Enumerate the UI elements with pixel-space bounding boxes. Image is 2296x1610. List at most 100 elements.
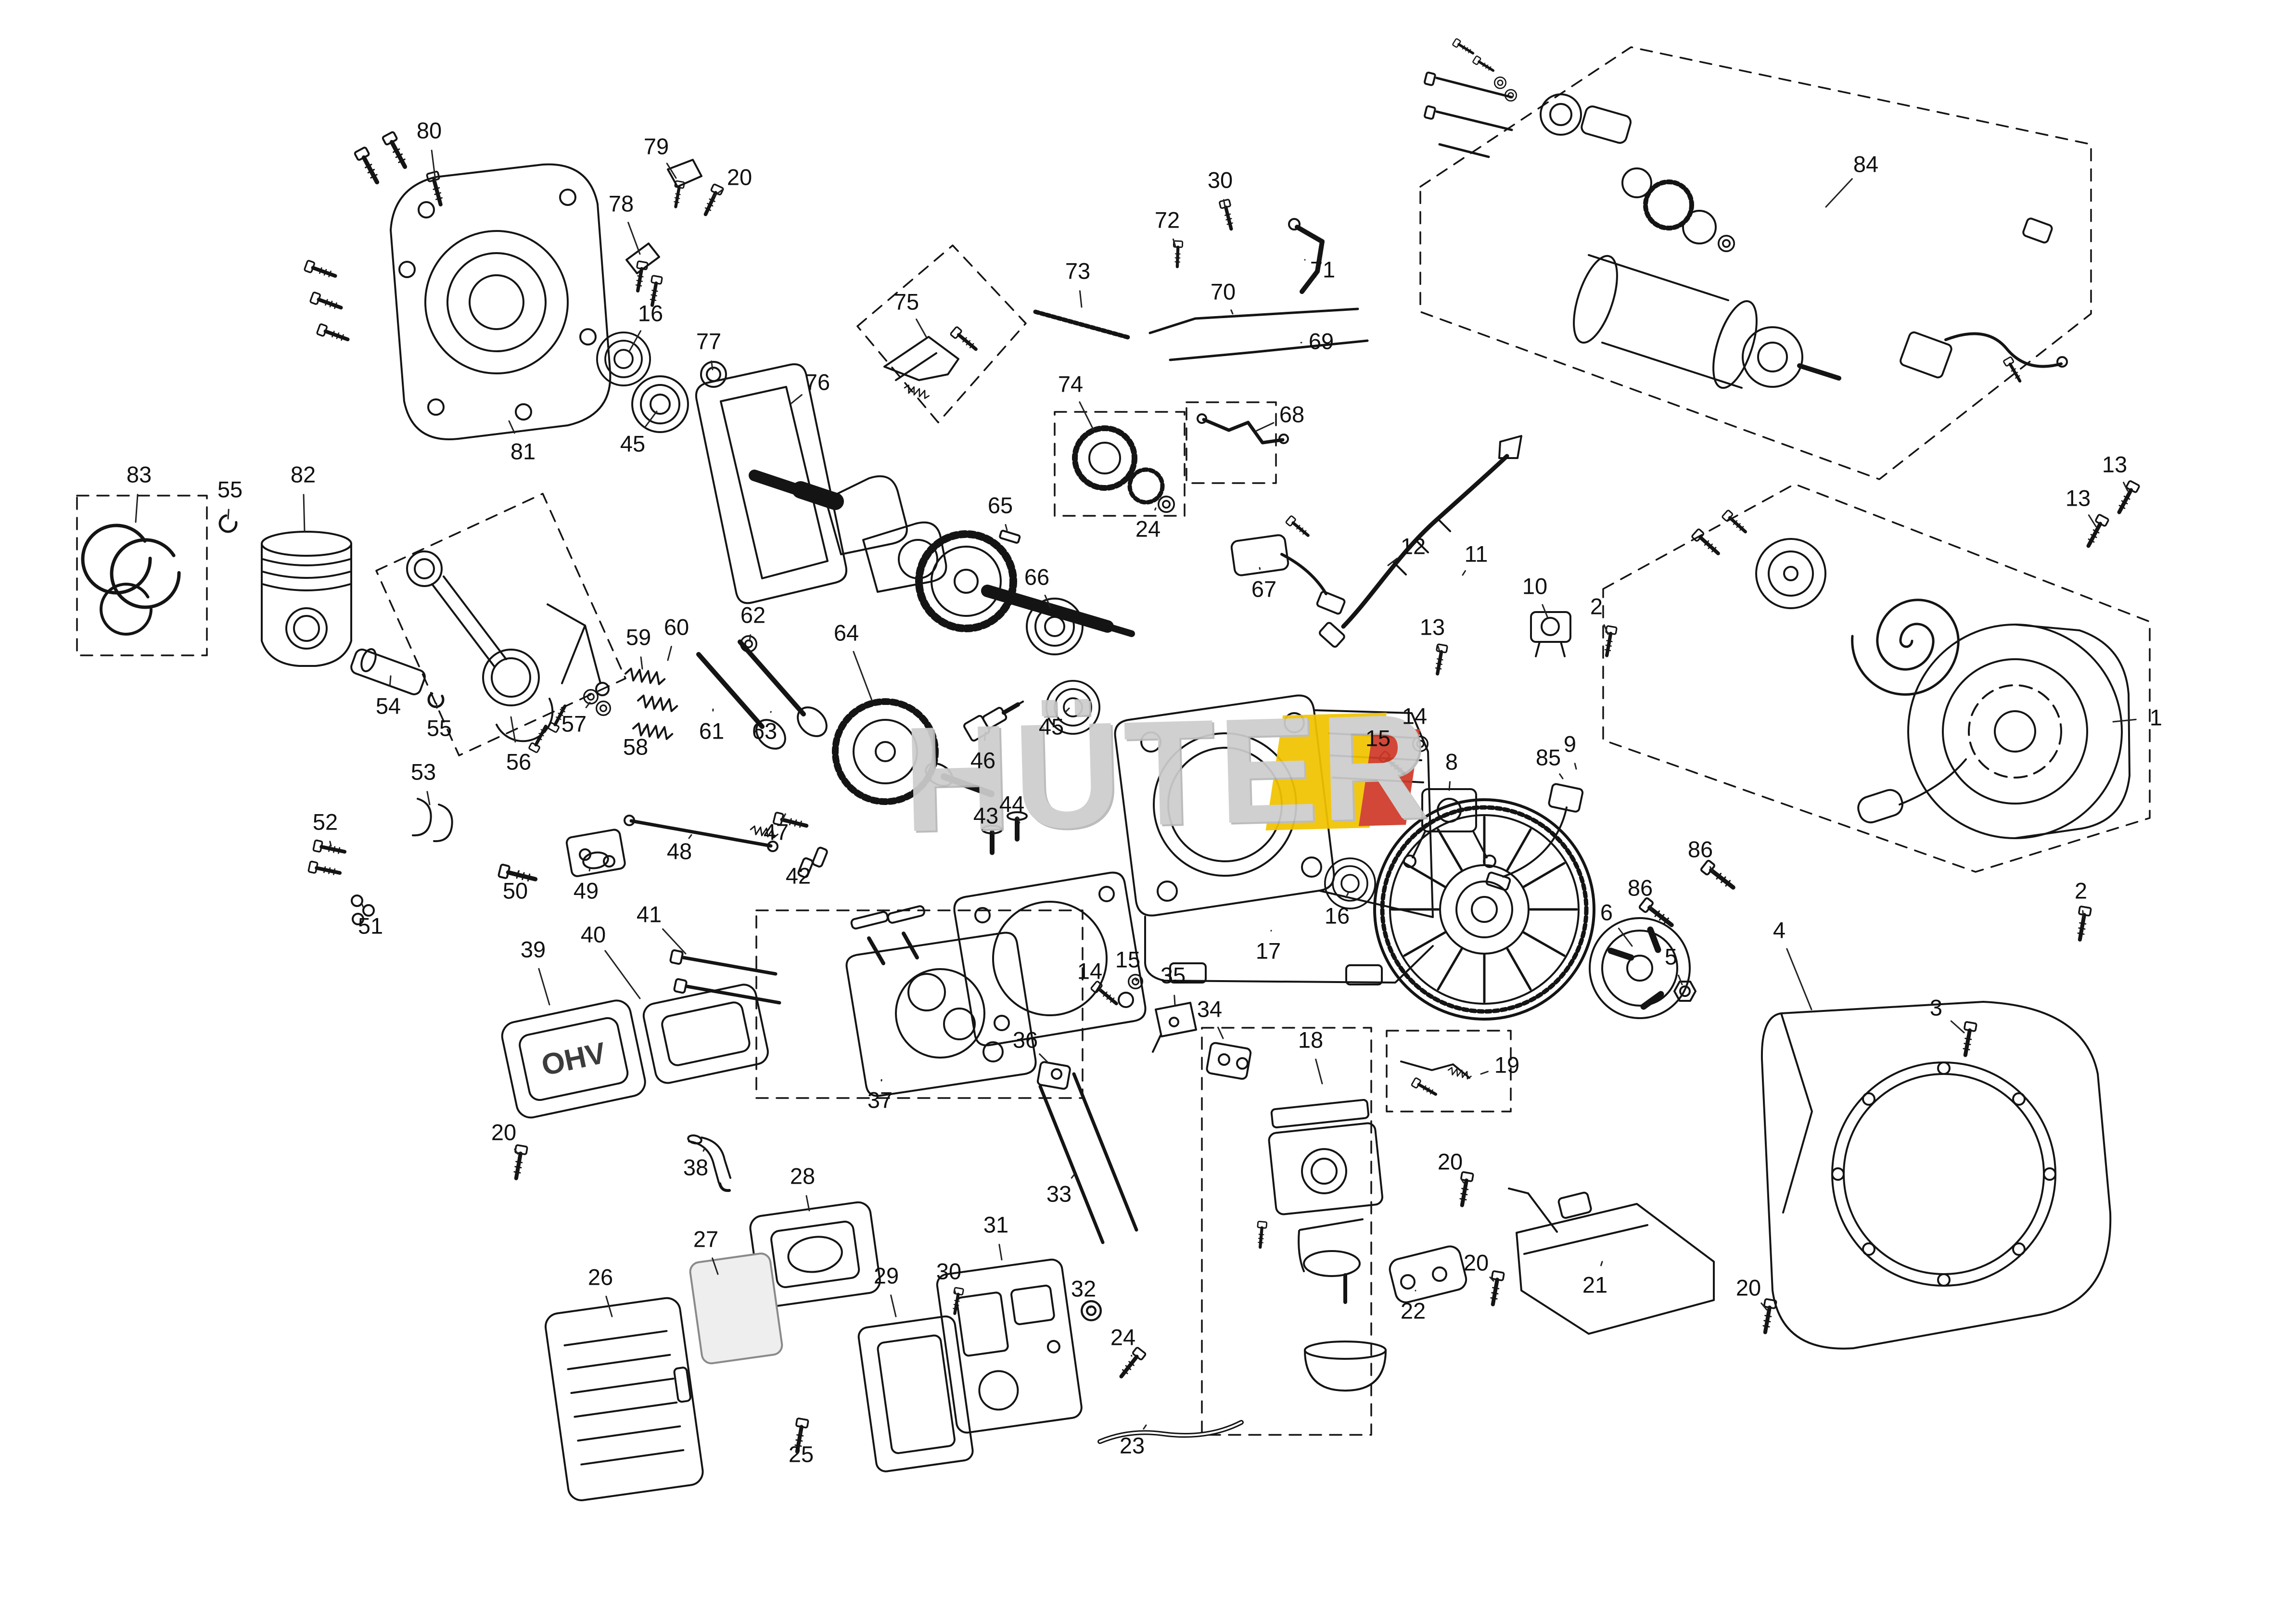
part-number-20: 20 xyxy=(1463,1250,1489,1276)
part-number-66: 66 xyxy=(1024,564,1050,590)
electric-starter-group-84 xyxy=(1419,38,2092,480)
air-filter-element-27 xyxy=(689,1252,783,1365)
part-number-11: 11 xyxy=(1464,541,1488,567)
part-number-31: 31 xyxy=(983,1212,1009,1238)
part-number-57: 57 xyxy=(561,711,587,737)
flywheel-nut-5 xyxy=(1673,981,1696,1002)
throttle-parts-19 xyxy=(1386,1030,1512,1112)
part-number-65: 65 xyxy=(987,492,1013,518)
timing-gears-74-24 xyxy=(1054,411,1186,517)
part-number-34: 34 xyxy=(1197,996,1223,1022)
part-number-22: 22 xyxy=(1400,1298,1426,1324)
part-number-21: 21 xyxy=(1582,1272,1608,1298)
bracket-79 xyxy=(667,159,702,207)
part-number-16: 16 xyxy=(1324,903,1350,929)
part-number-58: 58 xyxy=(623,734,649,760)
oil-filler-38 xyxy=(687,1134,731,1192)
part-number-59: 59 xyxy=(625,624,651,650)
part-number-30: 30 xyxy=(936,1258,962,1284)
part-number-44: 44 xyxy=(999,791,1025,817)
heat-shield-21 xyxy=(1508,1188,1715,1335)
governor-linkage xyxy=(1033,199,1369,361)
part-number-8: 8 xyxy=(1445,749,1458,775)
part-number-83: 83 xyxy=(126,461,152,487)
stud-plate-78 xyxy=(625,243,662,306)
part-number-24: 24 xyxy=(1135,516,1161,542)
part-number-42: 42 xyxy=(785,863,811,889)
part-number-25: 25 xyxy=(788,1441,814,1467)
part-number-37: 37 xyxy=(867,1087,893,1113)
part-number-62: 62 xyxy=(740,602,766,628)
cylinder-head-group-37 xyxy=(755,905,1084,1099)
part-number-64: 64 xyxy=(833,620,859,646)
part-number-49: 49 xyxy=(573,878,599,904)
governor-shaft-68 xyxy=(1186,401,1289,484)
breather-pipe-23 xyxy=(1097,1420,1244,1444)
part-number-19: 19 xyxy=(1494,1052,1520,1078)
part-number-4: 4 xyxy=(1773,917,1786,943)
part-number-23: 23 xyxy=(1119,1432,1145,1458)
base-gasket-29 xyxy=(857,1315,974,1472)
part-number-54: 54 xyxy=(375,693,401,719)
part-number-9: 9 xyxy=(1563,731,1577,757)
head-gasket xyxy=(953,871,1147,1047)
part-number-84: 84 xyxy=(1853,151,1879,177)
part-number-48: 48 xyxy=(666,838,692,864)
part-number-2: 2 xyxy=(2074,878,2088,904)
part-number-14: 14 xyxy=(1077,958,1103,984)
part-number-13: 13 xyxy=(1419,614,1445,640)
camshaft-64 xyxy=(832,698,995,805)
clips-53 xyxy=(412,798,453,843)
part-number-36: 36 xyxy=(1012,1027,1038,1053)
part-number-40: 40 xyxy=(580,921,606,947)
piston-pin-54 xyxy=(350,648,426,695)
flywheel xyxy=(1373,798,1595,1021)
part-number-3: 3 xyxy=(1929,995,1943,1021)
gasket-36 xyxy=(1036,1061,1071,1090)
oil-pump-49 xyxy=(565,829,626,877)
spark-plug-46 xyxy=(963,701,1024,742)
part-number-74: 74 xyxy=(1058,371,1084,397)
manifold-gasket-22 xyxy=(1389,1245,1467,1303)
part-number-13: 13 xyxy=(2065,485,2091,511)
part-number-18: 18 xyxy=(1298,1027,1324,1053)
part-number-69: 69 xyxy=(1308,328,1334,354)
oil-sensor-67 xyxy=(1230,516,1346,615)
part-number-55: 55 xyxy=(426,715,452,741)
part-number-70: 70 xyxy=(1210,279,1236,305)
part-number-51: 51 xyxy=(357,913,383,939)
part-number-13: 13 xyxy=(2102,451,2128,477)
part-number-1: 1 xyxy=(2149,704,2163,730)
head-studs-33 xyxy=(1038,1072,1138,1244)
cover-gasket-40 xyxy=(642,984,769,1084)
part-number-17: 17 xyxy=(1255,938,1281,964)
insulator-34 xyxy=(1206,1042,1252,1080)
air-cleaner-cover-26 xyxy=(544,1297,704,1501)
part-number-45: 45 xyxy=(1038,714,1064,740)
air-cleaner-base-31 xyxy=(936,1258,1083,1434)
part-number-32: 32 xyxy=(1071,1276,1097,1302)
part-number-35: 35 xyxy=(1160,962,1186,988)
part-number-72: 72 xyxy=(1154,207,1180,233)
part-number-20: 20 xyxy=(727,164,753,190)
part-number-86: 86 xyxy=(1627,875,1653,901)
tappets-43-44 xyxy=(982,811,1028,855)
part-number-14: 14 xyxy=(1402,703,1428,729)
part-number-27: 27 xyxy=(693,1226,719,1252)
governor-rod-48 xyxy=(624,815,778,852)
part-number-33: 33 xyxy=(1046,1181,1072,1207)
part-number-76: 76 xyxy=(804,369,830,395)
part-number-26: 26 xyxy=(587,1264,613,1290)
part-number-86: 86 xyxy=(1687,836,1713,862)
breather-plate-35 xyxy=(1152,1002,1197,1053)
part-number-39: 39 xyxy=(520,936,546,962)
part-number-53: 53 xyxy=(410,759,436,785)
piston-82 xyxy=(261,531,352,667)
part-number-78: 78 xyxy=(608,191,634,217)
part-number-50: 50 xyxy=(502,878,528,904)
circlip-55a xyxy=(218,514,238,533)
part-number-30: 30 xyxy=(1207,167,1233,193)
starter-cup-6 xyxy=(1589,917,1691,1019)
